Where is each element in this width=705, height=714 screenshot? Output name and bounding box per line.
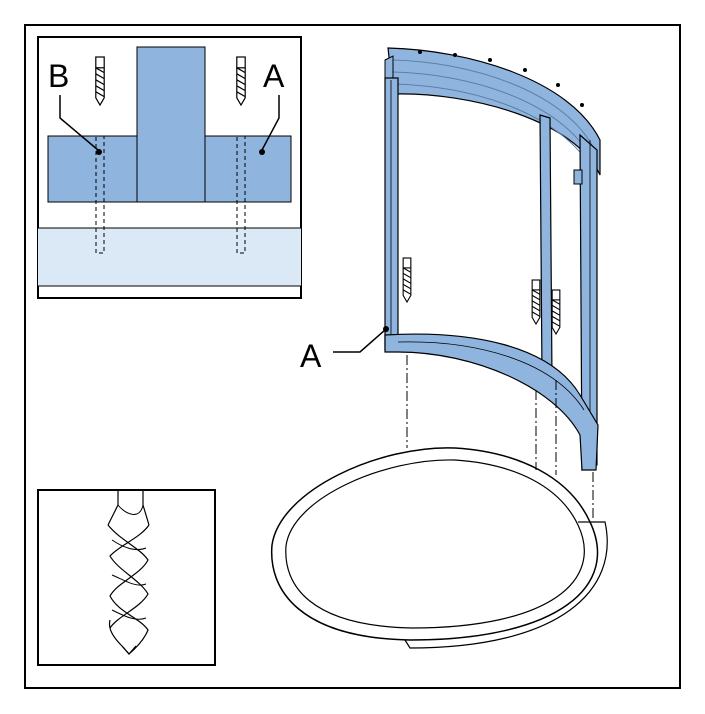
inset-drill-bit [37, 489, 216, 666]
leader-a-main [333, 329, 386, 353]
curved-wall-frame: A [300, 47, 601, 520]
drill-bit-large-icon [107, 491, 150, 655]
label-a-inset: A [263, 58, 285, 94]
inset-drilling-detail: B A [37, 36, 302, 299]
label-b: B [48, 58, 69, 94]
leader-a-inset [261, 95, 280, 151]
leader-b [59, 95, 99, 151]
base-ring [270, 447, 608, 649]
label-a-main: A [300, 338, 322, 374]
